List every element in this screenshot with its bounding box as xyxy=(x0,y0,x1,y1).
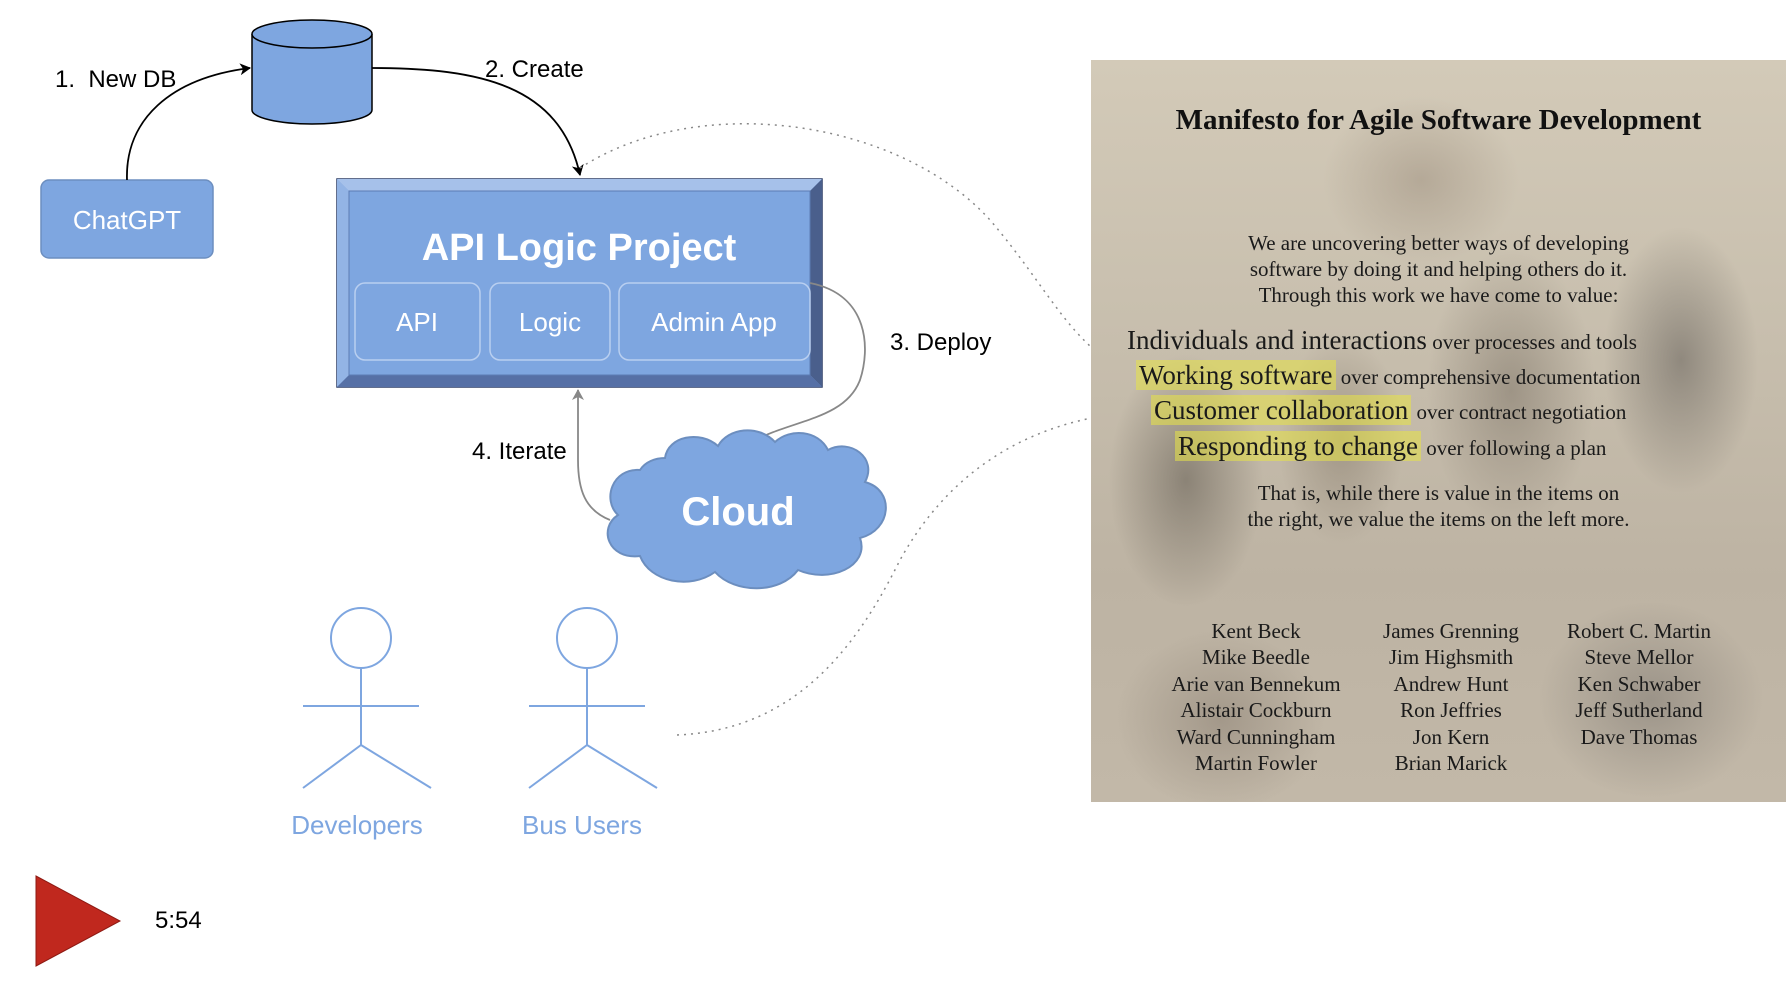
api-label: API xyxy=(396,307,438,337)
manifesto-value-row: Working software over comprehensive docu… xyxy=(1136,360,1641,391)
value-lead: Individuals and interactions xyxy=(1127,325,1427,355)
manifesto-intro-line: We are uncovering better ways of develop… xyxy=(1248,231,1629,255)
chatgpt-label: ChatGPT xyxy=(73,205,181,235)
signatory-name: Alistair Cockburn xyxy=(1180,698,1332,723)
manifesto-intro-line: Through this work we have come to value: xyxy=(1258,283,1619,307)
play-button[interactable] xyxy=(35,875,122,967)
signatory-name: Arie van Bennekum xyxy=(1171,671,1341,696)
value-rest: over processes and tools xyxy=(1426,330,1637,354)
edge-label-deploy: 3. Deploy xyxy=(890,329,991,356)
manifesto-intro-line: software by doing it and helping others … xyxy=(1249,257,1628,281)
signatory-name: Steve Mellor xyxy=(1584,645,1694,670)
value-rest: over comprehensive documentation xyxy=(1335,365,1641,389)
value-rest: over following a plan xyxy=(1420,436,1607,460)
play-icon xyxy=(35,875,122,967)
manifesto-outro-line: the right, we value the items on the lef… xyxy=(1247,507,1630,531)
signatory-name: James Grenning xyxy=(1383,619,1519,643)
manifesto-value-row: Responding to change over following a pl… xyxy=(1175,431,1606,462)
signatories-column: James Grenning Jim Highsmith Andrew Hunt… xyxy=(1351,618,1551,776)
video-timer: 5:54 xyxy=(155,907,202,934)
edge-label-new-db: 1. New DB xyxy=(55,66,176,93)
manifesto-outro: That is, while there is value in the ite… xyxy=(1091,480,1786,532)
signatory-name: Jon Kern xyxy=(1412,724,1490,749)
cloud-label: Cloud xyxy=(681,490,794,534)
developers-actor[interactable] xyxy=(302,607,432,789)
manifesto-outro-line: That is, while there is value in the ite… xyxy=(1257,481,1620,505)
signatory-name: Jeff Sutherland xyxy=(1575,698,1703,723)
signatory-name: Jim Highsmith xyxy=(1388,645,1514,670)
edge-deploy xyxy=(752,282,866,442)
value-lead: Customer collaboration xyxy=(1151,395,1412,425)
signatory-name: Robert C. Martin xyxy=(1566,619,1712,643)
value-rest: over contract negotiation xyxy=(1411,400,1627,424)
cloud-node[interactable]: Cloud xyxy=(606,429,887,590)
signatory-name: Andrew Hunt xyxy=(1393,671,1509,696)
edge-label-iterate: 4. Iterate xyxy=(472,438,567,465)
database-icon[interactable] xyxy=(251,19,373,125)
bus-users-actor[interactable] xyxy=(528,607,658,789)
api-logic-project-node[interactable]: API Logic Project API Logic Admin App xyxy=(336,178,823,388)
value-lead: Working software xyxy=(1136,360,1336,390)
agile-manifesto-image: Manifesto for Agile Software Development… xyxy=(1091,60,1786,802)
value-lead: Responding to change xyxy=(1175,431,1421,461)
signatory-name: Kent Beck xyxy=(1211,619,1301,643)
manifesto-title: Manifesto for Agile Software Development xyxy=(1175,104,1702,136)
manifesto-intro: We are uncovering better ways of develop… xyxy=(1091,230,1786,308)
edge-iterate xyxy=(572,389,611,521)
manifesto-value-row: Customer collaboration over contract neg… xyxy=(1151,395,1626,426)
logic-label: Logic xyxy=(519,307,581,337)
admin-app-subnode[interactable]: Admin App xyxy=(618,282,811,361)
edge-new-db xyxy=(126,63,251,181)
developers-label: Developers xyxy=(291,810,423,840)
chatgpt-node[interactable]: ChatGPT xyxy=(40,179,214,259)
bus-users-label: Bus Users xyxy=(522,810,642,840)
edge-label-create: 2. Create xyxy=(485,56,584,83)
signatory-name: Ken Schwaber xyxy=(1577,671,1701,696)
signatory-name: Dave Thomas xyxy=(1580,724,1698,749)
admin-app-label: Admin App xyxy=(651,307,777,337)
logic-subnode[interactable]: Logic xyxy=(489,282,611,361)
signatory-name: Martin Fowler xyxy=(1195,751,1317,776)
signatories-column: Robert C. Martin Steve Mellor Ken Schwab… xyxy=(1539,618,1739,750)
signatory-name: Brian Marick xyxy=(1394,751,1508,776)
signatory-name: Mike Beedle xyxy=(1202,645,1310,670)
edge-create xyxy=(371,67,584,176)
project-title: API Logic Project xyxy=(422,227,737,269)
signatory-name: Ward Cunningham xyxy=(1176,724,1336,749)
api-subnode[interactable]: API xyxy=(354,282,481,361)
signatories-column: Kent Beck Mike Beedle Arie van Bennekum … xyxy=(1141,618,1371,776)
signatory-name: Ron Jeffries xyxy=(1400,698,1502,723)
manifesto-value-row: Individuals and interactions over proces… xyxy=(1127,325,1637,356)
